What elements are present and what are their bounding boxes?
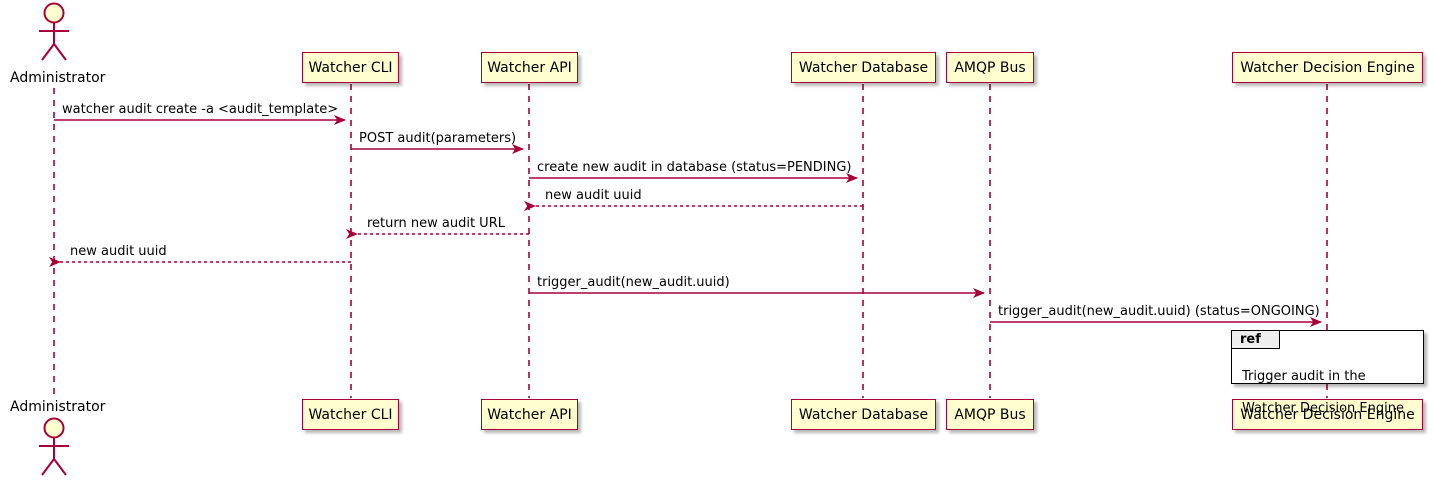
participant-box-watcher-api-top[interactable]: Watcher API bbox=[481, 52, 578, 83]
participant-label: Watcher CLI bbox=[308, 59, 393, 76]
ref-fragment[interactable]: ref Trigger audit in the Watcher Decisio… bbox=[1231, 330, 1424, 416]
message-label-7: trigger_audit(new_audit.uuid) bbox=[537, 275, 730, 290]
actor-label-administrator-top: Administrator bbox=[10, 70, 106, 86]
message-label-6: new audit uuid bbox=[70, 244, 167, 259]
participant-box-amqp-bus-top[interactable]: AMQP Bus bbox=[946, 52, 1034, 83]
ref-fragment-tab: ref bbox=[1232, 331, 1280, 349]
participant-box-watcher-api-bottom[interactable]: Watcher API bbox=[481, 399, 578, 430]
message-label-1: watcher audit create -a <audit_template> bbox=[62, 102, 339, 117]
participant-label: Watcher Database bbox=[798, 59, 929, 76]
actor-icon-administrator-bottom bbox=[39, 417, 69, 476]
lifelines bbox=[53, 84, 1328, 398]
participant-label: Watcher CLI bbox=[308, 406, 393, 423]
participant-box-watcher-database-top[interactable]: Watcher Database bbox=[791, 52, 936, 83]
participant-label: AMQP Bus bbox=[954, 59, 1026, 76]
participant-box-watcher-decision-engine-bottom[interactable]: Watcher Decision Engine bbox=[1232, 399, 1423, 430]
participant-label: Watcher Decision Engine bbox=[1240, 406, 1415, 423]
actor-label-administrator-bottom: Administrator bbox=[10, 399, 106, 415]
participant-box-watcher-database-bottom[interactable]: Watcher Database bbox=[791, 399, 936, 430]
message-label-5: return new audit URL bbox=[367, 216, 505, 231]
participant-label: Watcher API bbox=[487, 406, 572, 423]
participant-label: Watcher Database bbox=[798, 406, 929, 423]
ref-fragment-body: Trigger audit in the Watcher Decision En… bbox=[1242, 353, 1404, 417]
participant-label: Watcher Decision Engine bbox=[1240, 59, 1415, 76]
message-label-3: create new audit in database (status=PEN… bbox=[537, 160, 852, 175]
participant-box-amqp-bus-bottom[interactable]: AMQP Bus bbox=[946, 399, 1034, 430]
participant-label: AMQP Bus bbox=[954, 406, 1026, 423]
participant-box-watcher-cli-top[interactable]: Watcher CLI bbox=[302, 52, 399, 83]
participant-box-watcher-cli-bottom[interactable]: Watcher CLI bbox=[302, 399, 399, 430]
actor-icon-administrator-top bbox=[39, 2, 69, 61]
message-label-8: trigger_audit(new_audit.uuid) (status=ON… bbox=[998, 304, 1320, 319]
message-label-4: new audit uuid bbox=[545, 188, 642, 203]
message-label-2: POST audit(parameters) bbox=[359, 131, 517, 146]
ref-fragment-body-line1: Trigger audit in the bbox=[1242, 369, 1366, 384]
participant-box-watcher-decision-engine-top[interactable]: Watcher Decision Engine bbox=[1232, 52, 1423, 83]
participant-label: Watcher API bbox=[487, 59, 572, 76]
ref-fragment-body-line2: Watcher Decision Engine bbox=[1242, 401, 1404, 416]
